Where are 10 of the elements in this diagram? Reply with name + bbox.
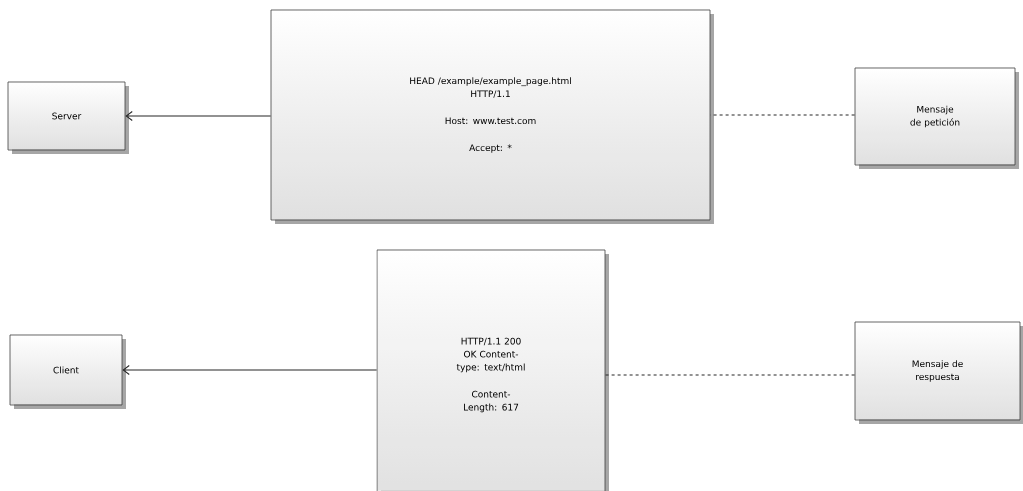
arrow [125,111,272,121]
arrow [122,365,378,375]
text-box: Mensaje de respuesta [854,321,1023,424]
text-box: HTTP/1.1 200 OK Content-type: text/html Content-Length: 617 [376,249,609,491]
connector-line [604,374,856,376]
text-box: HEAD /example/example_page.html HTTP/1.1 Host: www.test.com Accept: * [270,9,714,224]
text-box: Client [9,334,126,409]
text-box: Server [7,81,129,154]
text-box: Mensaje de petición [854,67,1019,169]
connector-line [709,114,856,116]
